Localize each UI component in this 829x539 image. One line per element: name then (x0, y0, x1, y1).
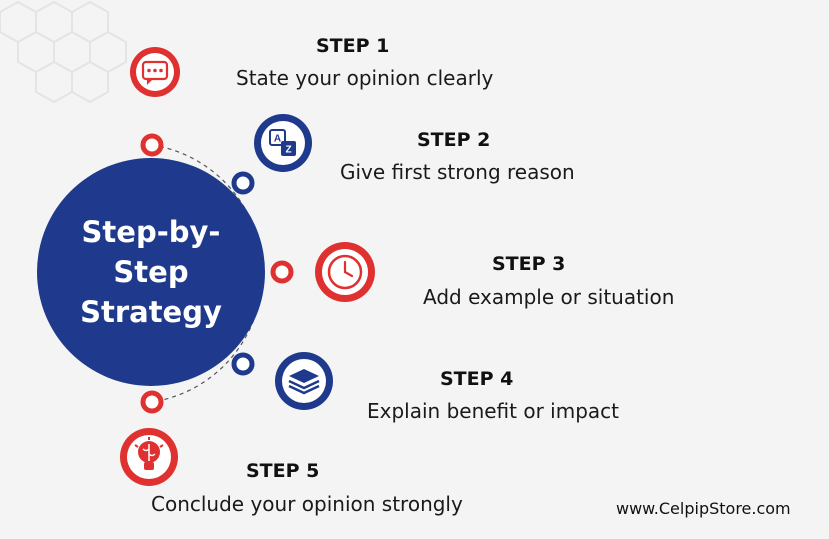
step-1-description: State your opinion clearly (236, 66, 494, 90)
layers-icon (275, 352, 333, 410)
step-4-description: Explain benefit or impact (367, 399, 619, 423)
central-hub-circle: Step-by- Step Strategy (37, 158, 265, 386)
step-2-description: Give first strong reason (340, 160, 575, 184)
connector-dot-4 (231, 352, 255, 376)
step-3-label: STEP 3 (492, 253, 566, 275)
connector-dot-1 (140, 133, 164, 157)
step-3-description: Add example or situation (423, 285, 675, 309)
translate-az-icon: A Z (254, 114, 312, 172)
step-5-description: Conclude your opinion strongly (151, 492, 463, 516)
svg-text:A: A (274, 134, 281, 145)
hub-title: Step-by- Step Strategy (80, 215, 222, 329)
chat-bubble-icon (130, 47, 180, 97)
step-5-label: STEP 5 (246, 460, 320, 482)
step-2-label: STEP 2 (417, 129, 491, 151)
svg-text:Z: Z (285, 145, 291, 156)
hexagon-background-pattern (0, 0, 127, 104)
connector-dot-5 (140, 390, 164, 414)
lightbulb-brain-icon (120, 428, 178, 486)
footer-website: www.CelpipStore.com (616, 499, 791, 518)
step-1-label: STEP 1 (316, 35, 390, 57)
connector-dot-2 (231, 171, 255, 195)
clock-icon (315, 242, 375, 302)
connector-dot-3 (270, 260, 294, 284)
step-4-label: STEP 4 (440, 368, 514, 390)
